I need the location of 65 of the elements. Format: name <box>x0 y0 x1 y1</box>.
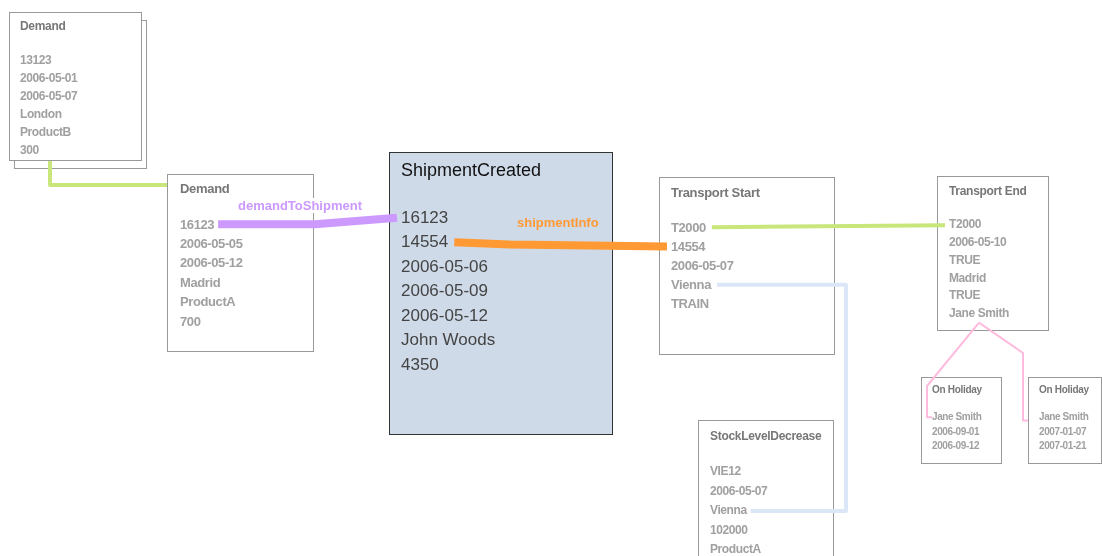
field-value: 2006-05-07 <box>20 87 78 106</box>
field-value: 2006-05-06 <box>401 254 488 280</box>
event-card <box>389 152 613 435</box>
connector-line <box>978 321 1029 422</box>
field-value: 2006-05-12 <box>401 303 488 329</box>
field-value: 2006-09-01 <box>932 424 980 439</box>
field-value: Madrid <box>180 272 221 293</box>
field-value: 16123 <box>401 205 449 231</box>
field-value: TRUE <box>949 287 981 305</box>
connector-line <box>711 223 946 230</box>
field-value: Jane Smith <box>949 304 1010 323</box>
connector-line <box>454 238 668 251</box>
connector-line <box>926 321 980 419</box>
field-value: Vienna <box>671 275 711 295</box>
card-title: Demand <box>20 19 66 34</box>
card-title: Transport Start <box>671 185 760 201</box>
edge-label: shipmentInfo <box>516 215 600 230</box>
connector-line <box>218 213 398 229</box>
field-value: 2006-09-12 <box>932 439 980 454</box>
card-title: ShipmentCreated <box>401 160 542 182</box>
field-value: 4350 <box>401 352 439 378</box>
field-value: ProductA <box>180 292 236 312</box>
field-value: 2006-05-12 <box>180 253 243 273</box>
field-value: Vienna <box>710 501 747 521</box>
field-value: 14554 <box>401 230 449 255</box>
field-value: 300 <box>20 141 39 160</box>
field-value: TRUE <box>949 251 981 270</box>
edge-label: demandToShipment <box>237 198 363 213</box>
event-card <box>9 12 142 161</box>
field-value: London <box>20 105 62 124</box>
field-value: ProductA <box>710 540 761 556</box>
card-title: Demand <box>180 181 230 197</box>
field-value: VIE12 <box>710 462 741 482</box>
field-value: 2006-05-09 <box>401 279 488 304</box>
field-value: 2006-05-01 <box>20 69 78 88</box>
field-value: 2006-05-10 <box>949 234 1007 252</box>
field-value: 102000 <box>710 520 748 540</box>
card-title: On Holiday <box>1039 384 1089 396</box>
card-title: On Holiday <box>932 384 982 396</box>
field-value: T2000 <box>949 216 982 235</box>
card-title: StockLevelDecrease <box>710 429 822 444</box>
event-card <box>698 420 834 556</box>
field-value: 2007-01-21 <box>1039 439 1087 454</box>
field-value: 700 <box>180 311 201 332</box>
field-value: 2007-01-07 <box>1039 424 1087 439</box>
field-value: T2000 <box>671 217 706 237</box>
connector-line <box>48 161 167 187</box>
connector-line <box>717 282 848 513</box>
field-value: 2006-05-05 <box>180 234 243 254</box>
event-card <box>1028 377 1102 464</box>
field-value: John Woods <box>401 328 496 353</box>
field-value: TRAIN <box>671 294 709 314</box>
field-value: 2006-05-07 <box>710 481 768 502</box>
field-value: 14554 <box>671 236 706 256</box>
event-card <box>937 176 1049 331</box>
field-value: Madrid <box>949 269 986 288</box>
field-value: 2006-05-07 <box>671 256 734 276</box>
card-title: Transport End <box>949 184 1027 199</box>
field-value: 16123 <box>180 214 215 234</box>
event-card <box>659 177 835 355</box>
field-value: ProductB <box>20 123 71 142</box>
field-value: Jane Smith <box>1039 410 1089 425</box>
event-card <box>921 377 1002 464</box>
field-value: Jane Smith <box>932 410 982 425</box>
field-value: 13123 <box>20 51 52 70</box>
